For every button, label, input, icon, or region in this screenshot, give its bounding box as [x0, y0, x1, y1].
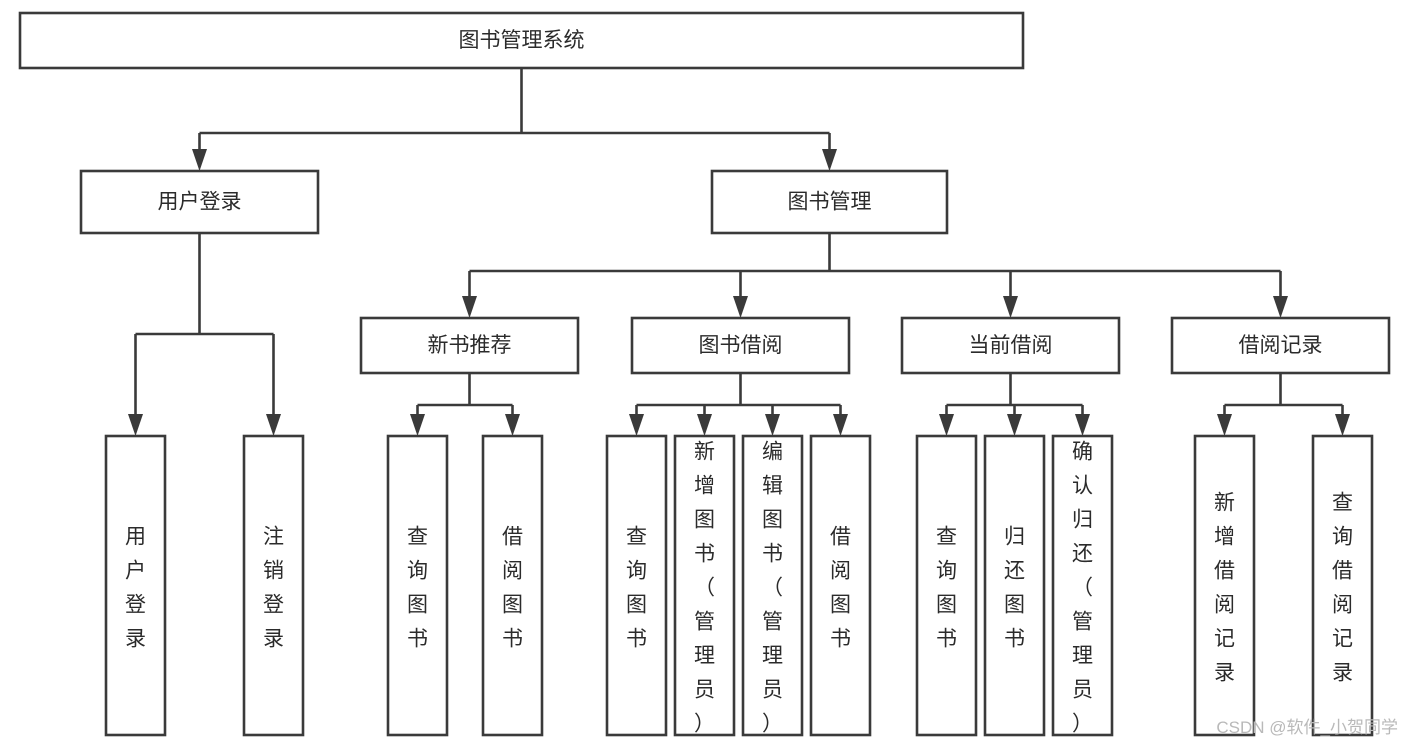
- node-level2-1-box[interactable]: [710, 169, 949, 235]
- node-leaf-4-box[interactable]: [605, 434, 668, 737]
- node-leaf-4[interactable]: 查询图书: [605, 434, 668, 737]
- node-leaf-6-box[interactable]: [741, 434, 804, 737]
- node-leaf-5-label: 新增图书（管理员）: [694, 441, 715, 736]
- node-leaf-11-box[interactable]: [1193, 434, 1256, 737]
- node-leaf-1[interactable]: 注销登录: [242, 434, 305, 737]
- node-leaf-12-box[interactable]: [1311, 434, 1374, 737]
- node-level2-0[interactable]: 用户登录: [79, 169, 320, 235]
- node-leaf-1-label: 注销登录: [263, 526, 284, 651]
- node-leaf-7-label: 借阅图书: [830, 526, 851, 651]
- connectors-layer: [128, 68, 1350, 436]
- node-leaf-2[interactable]: 查询图书: [386, 434, 449, 737]
- node-leaf-12[interactable]: 查询借阅记录: [1311, 434, 1374, 737]
- node-leaf-0-label: 用户登录: [125, 526, 146, 651]
- node-level2-0-label: 用户登录: [158, 191, 242, 214]
- node-leaf-2-label: 查询图书: [407, 526, 428, 651]
- node-leaf-6[interactable]: 编辑图书（管理员）: [741, 434, 804, 737]
- node-leaf-5[interactable]: 新增图书（管理员）: [673, 434, 736, 737]
- node-root-book-management-system-box[interactable]: [18, 11, 1025, 70]
- node-leaf-10-label: 确认归还（管理员）: [1072, 441, 1093, 736]
- connector-user-login-to-leaves: [128, 233, 281, 436]
- node-level3-3-label: 借阅记录: [1239, 334, 1323, 357]
- node-level3-2-label: 当前借阅: [969, 334, 1053, 357]
- node-leaf-11-label: 新增借阅记录: [1214, 492, 1235, 685]
- node-level3-3-box[interactable]: [1170, 316, 1391, 375]
- node-leaf-5-box[interactable]: [673, 434, 736, 737]
- node-leaf-0[interactable]: 用户登录: [104, 434, 167, 737]
- node-level3-0-box[interactable]: [359, 316, 580, 375]
- node-leaf-2-box[interactable]: [386, 434, 449, 737]
- node-leaf-9-label: 归还图书: [1004, 526, 1025, 651]
- node-leaf-6-label: 编辑图书（管理员）: [762, 441, 783, 736]
- node-level3-1-box[interactable]: [630, 316, 851, 375]
- node-level2-0-box[interactable]: [79, 169, 320, 235]
- connector-new-book-to-leaves: [410, 373, 520, 436]
- connector-records-to-leaves: [1217, 373, 1350, 436]
- node-leaf-9[interactable]: 归还图书: [983, 434, 1046, 737]
- node-level3-2[interactable]: 当前借阅: [900, 316, 1121, 375]
- node-level3-0-label: 新书推荐: [428, 334, 512, 357]
- node-level2-1-label: 图书管理: [788, 191, 872, 214]
- node-level3-0[interactable]: 新书推荐: [359, 316, 580, 375]
- node-leaf-12-label: 查询借阅记录: [1332, 492, 1353, 685]
- node-leaf-10-box[interactable]: [1051, 434, 1114, 737]
- node-leaf-4-label: 查询图书: [626, 526, 647, 651]
- node-leaf-3[interactable]: 借阅图书: [481, 434, 544, 737]
- node-leaf-10[interactable]: 确认归还（管理员）: [1051, 434, 1114, 737]
- node-leaf-8-box[interactable]: [915, 434, 978, 737]
- connector-current-to-leaves: [939, 373, 1090, 436]
- csdn-watermark: CSDN @软件_小贺同学: [1216, 718, 1398, 737]
- watermark-layer: CSDN @软件_小贺同学: [1216, 718, 1398, 737]
- connector-book-mgmt-to-level3: [462, 233, 1288, 318]
- connector-root-to-level2: [192, 68, 837, 171]
- node-leaf-9-box[interactable]: [983, 434, 1046, 737]
- connector-borrow-to-leaves: [629, 373, 848, 436]
- node-level3-1-label: 图书借阅: [699, 334, 783, 357]
- node-root-book-management-system-label: 图书管理系统: [459, 29, 585, 52]
- nodes-layer: 图书管理系统用户登录图书管理新书推荐图书借阅当前借阅借阅记录用户登录注销登录查询…: [18, 11, 1391, 737]
- node-level3-3[interactable]: 借阅记录: [1170, 316, 1391, 375]
- node-leaf-1-box[interactable]: [242, 434, 305, 737]
- node-leaf-8[interactable]: 查询图书: [915, 434, 978, 737]
- node-level3-2-box[interactable]: [900, 316, 1121, 375]
- node-leaf-3-box[interactable]: [481, 434, 544, 737]
- node-leaf-11[interactable]: 新增借阅记录: [1193, 434, 1256, 737]
- node-leaf-7[interactable]: 借阅图书: [809, 434, 872, 737]
- node-leaf-3-label: 借阅图书: [502, 526, 523, 651]
- node-leaf-0-box[interactable]: [104, 434, 167, 737]
- node-leaf-8-label: 查询图书: [936, 526, 957, 651]
- node-root-book-management-system[interactable]: 图书管理系统: [18, 11, 1025, 70]
- node-leaf-7-box[interactable]: [809, 434, 872, 737]
- node-level2-1[interactable]: 图书管理: [710, 169, 949, 235]
- node-level3-1[interactable]: 图书借阅: [630, 316, 851, 375]
